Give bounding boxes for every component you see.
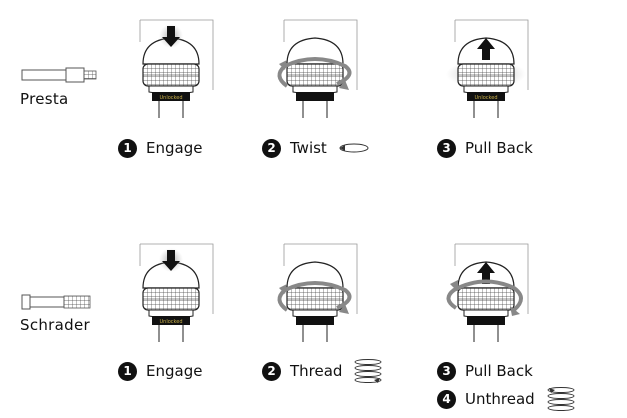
step-label: Engage	[146, 139, 203, 157]
pump-head-pullback-schrader	[446, 243, 529, 343]
down-arrow-icon	[162, 26, 180, 47]
twist-icon	[339, 143, 369, 153]
presta-valve-icon	[21, 67, 97, 83]
step-number: 2	[262, 138, 281, 158]
spiral-icon	[355, 359, 382, 383]
pump-head-twist-presta	[277, 19, 358, 119]
pump-head-engage-schrader: Unlocked	[139, 243, 214, 343]
step-thread-schrader: 2 Thread	[262, 359, 384, 383]
pump-head-engage-presta: Unlocked	[139, 19, 214, 119]
step-number: 3	[437, 361, 456, 381]
step-label: Twist	[290, 139, 327, 157]
pump-head-pullback-presta: Unlocked	[446, 19, 529, 119]
step-number: 1	[118, 138, 137, 158]
svg-text:Unlocked: Unlocked	[160, 319, 183, 325]
down-arrow-icon	[162, 250, 180, 271]
step-pullback-presta: 3 Pull Back	[437, 136, 533, 160]
valve-label-presta: Presta	[20, 90, 69, 108]
schrader-valve-icon	[21, 294, 91, 310]
step-unthread-schrader: 4 Unthread	[437, 387, 577, 411]
step-number: 4	[437, 389, 456, 409]
step-pullback-schrader: 3 Pull Back	[437, 359, 533, 383]
svg-text:Unlocked: Unlocked	[475, 95, 498, 101]
step-label: Thread	[290, 362, 343, 380]
valve-label-schrader: Schrader	[20, 316, 90, 334]
twist-arrow-icon	[446, 279, 523, 316]
step-label: Pull Back	[465, 139, 533, 157]
pump-head-thread-schrader	[277, 243, 358, 343]
step-label: Engage	[146, 362, 203, 380]
step-label: Unthread	[465, 390, 535, 408]
step-number: 2	[262, 361, 281, 381]
step-twist-presta: 2 Twist	[262, 136, 371, 160]
up-arrow-icon	[477, 262, 495, 284]
svg-text:Unlocked: Unlocked	[160, 95, 183, 101]
step-engage-presta: 1 Engage	[118, 136, 202, 160]
step-label: Pull Back	[465, 362, 533, 380]
twist-arrow-icon	[277, 281, 352, 314]
up-arrow-icon	[477, 38, 495, 60]
step-number: 1	[118, 361, 137, 381]
spiral-icon	[547, 387, 575, 411]
twist-arrow-icon	[277, 57, 352, 90]
step-engage-schrader: 1 Engage	[118, 359, 202, 383]
step-number: 3	[437, 138, 456, 158]
